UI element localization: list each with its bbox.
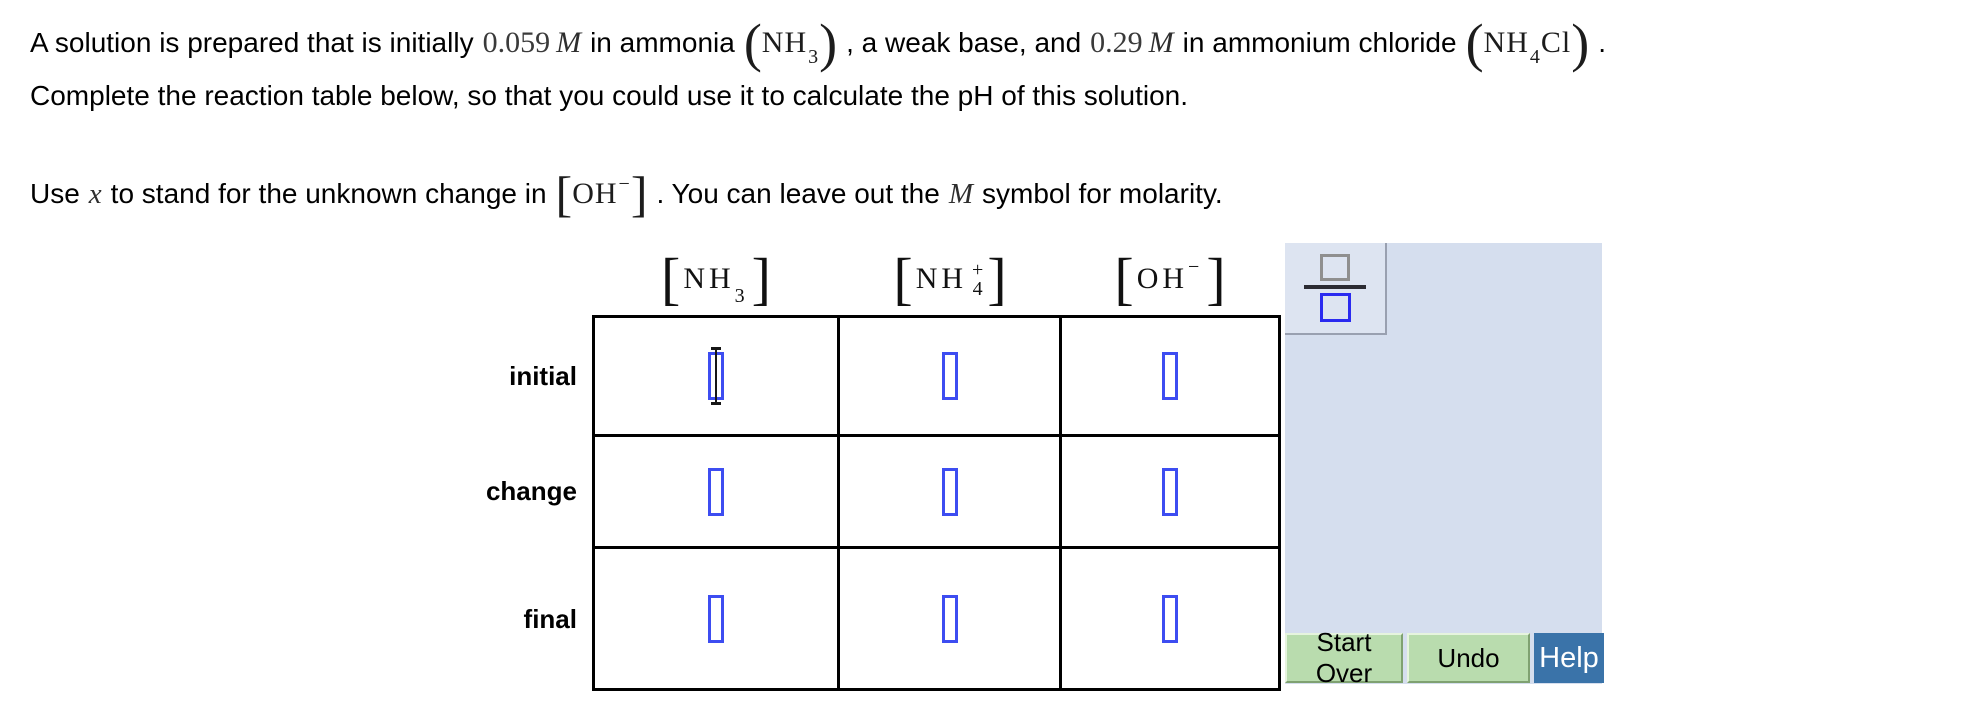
close-paren: ): [1571, 12, 1590, 73]
numerator-box: [1320, 254, 1350, 281]
variable-x: x: [88, 177, 102, 210]
row-label-change: change: [485, 476, 577, 506]
text-cursor: [711, 347, 721, 405]
statement-text: .: [1598, 27, 1607, 58]
row-label-final: final: [523, 604, 577, 634]
molarity-symbol: M: [556, 26, 582, 59]
concentration-value: 0.29: [1090, 26, 1143, 59]
subscript: 4: [972, 278, 983, 300]
subscript: 3: [734, 285, 749, 307]
input-final-oh[interactable]: [1162, 594, 1178, 643]
fraction-template-button[interactable]: [1285, 243, 1387, 335]
table-cell: [840, 549, 1059, 688]
open-paren: (: [1465, 12, 1484, 73]
table-cell: [1062, 437, 1278, 546]
formula-nh4cl: ( NH4Cl ): [1465, 12, 1590, 73]
formula-letters: OH−: [572, 173, 631, 210]
open-bracket: [: [1114, 245, 1134, 311]
denominator-box: [1319, 293, 1351, 322]
input-change-nh4[interactable]: [941, 467, 958, 516]
close-bracket: ]: [1206, 245, 1226, 311]
instruction-text: Use: [30, 178, 80, 209]
charge-stack: +4: [972, 259, 984, 300]
input-initial-oh[interactable]: [1162, 352, 1178, 400]
statement-text: in ammonia: [590, 27, 735, 58]
column-header-nh3: [ NH3 ]: [661, 248, 771, 310]
table-cell: [840, 318, 1059, 434]
superscript: −: [618, 173, 631, 195]
formula-letters: NH4Cl: [1483, 26, 1572, 68]
open-bracket: [: [661, 245, 681, 311]
problem-statement-line1: A solution is prepared that is initially…: [30, 10, 1606, 76]
formula-nh3: ( NH3 ): [743, 12, 838, 73]
close-bracket: ]: [751, 245, 771, 311]
formula-oh-minus: [ OH− ]: [555, 165, 648, 222]
close-bracket: ]: [987, 245, 1007, 311]
input-final-nh3[interactable]: [708, 594, 724, 643]
input-initial-nh4[interactable]: [941, 352, 958, 400]
close-paren: ): [819, 12, 838, 73]
input-change-nh3[interactable]: [708, 467, 724, 516]
formula-letters: NH3: [761, 26, 820, 68]
molarity-symbol: M: [1148, 26, 1174, 59]
column-header-nh4: [ NH +4 ]: [893, 248, 1006, 310]
tools-panel: Start Over Undo Help: [1285, 243, 1604, 688]
undo-button[interactable]: Undo: [1407, 633, 1530, 683]
start-over-button[interactable]: Start Over: [1285, 627, 1403, 688]
column-header-oh: [ OH− ]: [1114, 248, 1225, 310]
superscript: +: [972, 259, 984, 281]
action-buttons: Start Over Undo Help: [1285, 627, 1604, 688]
row-label-initial: initial: [509, 361, 577, 391]
formula-letters: NH: [915, 262, 968, 295]
table-cell: [595, 318, 837, 434]
statement-text: , a weak base, and: [846, 27, 1082, 58]
table-cell: [840, 437, 1059, 546]
table-cell: [1062, 318, 1278, 434]
input-final-nh4[interactable]: [941, 594, 958, 643]
instruction-text: to stand for the unknown change in: [110, 178, 547, 209]
table-cell: [595, 437, 837, 546]
close-bracket: ]: [630, 165, 648, 222]
reaction-table: [592, 315, 1281, 691]
instruction-text: . You can leave out the: [656, 178, 940, 209]
concentration-value: 0.059: [482, 26, 551, 59]
table-cell: [1062, 549, 1278, 688]
subscript: 3: [808, 46, 820, 68]
molarity-symbol: M: [948, 177, 973, 210]
formula-letters: OH−: [1136, 256, 1204, 295]
help-button[interactable]: Help: [1534, 633, 1604, 683]
statement-text: A solution is prepared that is initially: [30, 27, 474, 58]
open-bracket: [: [893, 245, 913, 311]
instruction-text: symbol for molarity.: [982, 178, 1223, 209]
input-change-oh[interactable]: [1162, 467, 1178, 516]
fraction-bar: [1304, 285, 1366, 289]
formula-letters: NH3: [683, 262, 749, 307]
table-cell: [595, 549, 837, 688]
fraction-template-icon: [1304, 254, 1366, 322]
superscript: −: [1188, 256, 1204, 278]
subscript: 4: [1529, 46, 1541, 68]
statement-text: in ammonium chloride: [1182, 27, 1457, 58]
problem-statement-line2: Complete the reaction table below, so th…: [30, 80, 1189, 111]
instruction-line: Use x to stand for the unknown change in…: [30, 162, 1223, 226]
open-paren: (: [743, 12, 762, 73]
input-initial-nh3[interactable]: [708, 347, 724, 405]
open-bracket: [: [555, 165, 573, 222]
